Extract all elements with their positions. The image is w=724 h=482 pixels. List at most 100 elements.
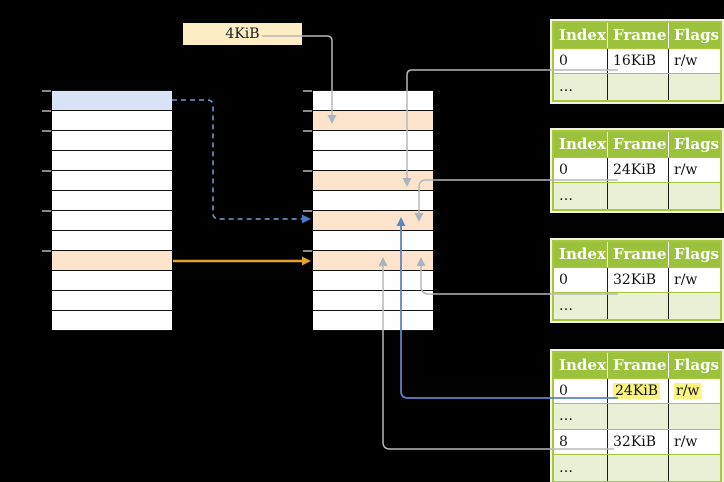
address-tick	[303, 110, 312, 112]
memory-row-orange	[52, 251, 172, 271]
memory-row-white	[313, 271, 433, 291]
page-table-cell: …	[554, 183, 608, 209]
memory-row-white	[52, 111, 172, 131]
page-table-cell: 32KiB	[608, 429, 669, 454]
memory-row-white	[52, 171, 172, 191]
page-table-cell: Flags	[674, 245, 719, 264]
highlighted-value: r/w	[674, 382, 702, 399]
memory-row-white	[313, 231, 433, 251]
address-tick	[303, 130, 312, 132]
memory-row-white	[52, 131, 172, 151]
page-table-dots-row: …	[554, 455, 720, 481]
memory-row-white	[52, 291, 172, 311]
page-size-label: 4KiB	[183, 23, 302, 45]
page-table-cell: 24KiB	[608, 378, 669, 403]
memory-row-white	[313, 151, 433, 171]
page-table-cell: …	[554, 404, 608, 429]
page-table-cell	[608, 74, 669, 100]
memory-row-orange	[313, 111, 433, 131]
page-table-cell	[669, 404, 720, 429]
page-table-cell: Index	[554, 23, 608, 48]
memory-row-white	[52, 211, 172, 231]
page-table-cell: r/w	[674, 433, 698, 450]
page-table-cell	[608, 293, 669, 319]
memory-row-orange	[313, 251, 433, 271]
address-tick	[303, 90, 312, 92]
memory-row-white	[313, 131, 433, 151]
page-table-cell: 8	[554, 429, 608, 454]
page-table-cell: 32KiB	[608, 267, 669, 292]
page-table-cell: …	[554, 455, 608, 481]
address-tick	[42, 110, 51, 112]
page-table-entry-row: 0 24KiB r/w	[554, 378, 720, 404]
page-table-cell: 24KiB	[608, 157, 669, 182]
page-table-cell: 16KiB	[608, 48, 669, 73]
page-table-cell: Frame	[608, 23, 669, 48]
memory-row-blue	[52, 91, 172, 111]
page-table-cell: r/w	[669, 379, 720, 404]
memory-row-white	[313, 311, 433, 331]
page-table-cell	[608, 404, 669, 429]
page-table-cell	[608, 183, 669, 209]
page-table-cell: r/w	[674, 52, 698, 69]
page-table-cell: Flags	[674, 26, 719, 45]
memory-row-orange	[313, 211, 433, 231]
page-table-dots-row: …	[554, 183, 720, 209]
left-memory-column	[42, 90, 172, 331]
address-tick	[42, 210, 51, 212]
page-table-cell: 0	[554, 48, 608, 73]
address-tick	[303, 170, 312, 172]
address-tick	[303, 210, 312, 212]
memory-row-orange	[313, 171, 433, 191]
page-table-cell: Frame	[608, 242, 669, 267]
memory-row-white	[313, 191, 433, 211]
page-table-cell	[608, 455, 669, 481]
page-table-cell: Index	[554, 242, 608, 267]
page-table-cell: 0	[554, 157, 608, 182]
page-table-cell: Frame	[608, 132, 669, 157]
page-table-cell: r/w	[674, 161, 698, 178]
memory-row-white	[313, 91, 433, 111]
page-table-cell: 0	[554, 267, 608, 292]
page-table-cell: …	[554, 74, 608, 100]
page-table-cell	[669, 293, 720, 319]
memory-row-white	[52, 191, 172, 211]
blue-dashed-mapping-arrow	[172, 99, 311, 224]
middle-memory-column	[303, 90, 433, 331]
page-table-cell	[669, 74, 720, 100]
address-tick	[42, 130, 51, 132]
page-table-cell: Index	[554, 353, 608, 378]
page-table-cell: Index	[554, 132, 608, 157]
address-tick	[42, 90, 51, 92]
memory-row-white	[52, 231, 172, 251]
address-tick	[303, 250, 312, 252]
page-table-cell: …	[554, 293, 608, 319]
page-table-cell	[669, 183, 720, 209]
page-table-dots-row: …	[554, 293, 720, 319]
page-table-cell: 0	[554, 378, 608, 403]
address-tick	[42, 250, 51, 252]
memory-row-white	[313, 291, 433, 311]
page-table-cell: Flags	[674, 356, 719, 375]
memory-row-white	[52, 151, 172, 171]
page-table-cell: Flags	[674, 135, 719, 154]
page-table-cell: r/w	[674, 271, 698, 288]
page-table-dots-row: …	[554, 404, 720, 430]
page-table-dots-row: …	[554, 74, 720, 100]
memory-row-white	[52, 311, 172, 331]
page-table-cell	[669, 455, 720, 481]
page-table-cell: Frame	[608, 353, 669, 378]
highlighted-value: 24KiB	[613, 382, 661, 399]
